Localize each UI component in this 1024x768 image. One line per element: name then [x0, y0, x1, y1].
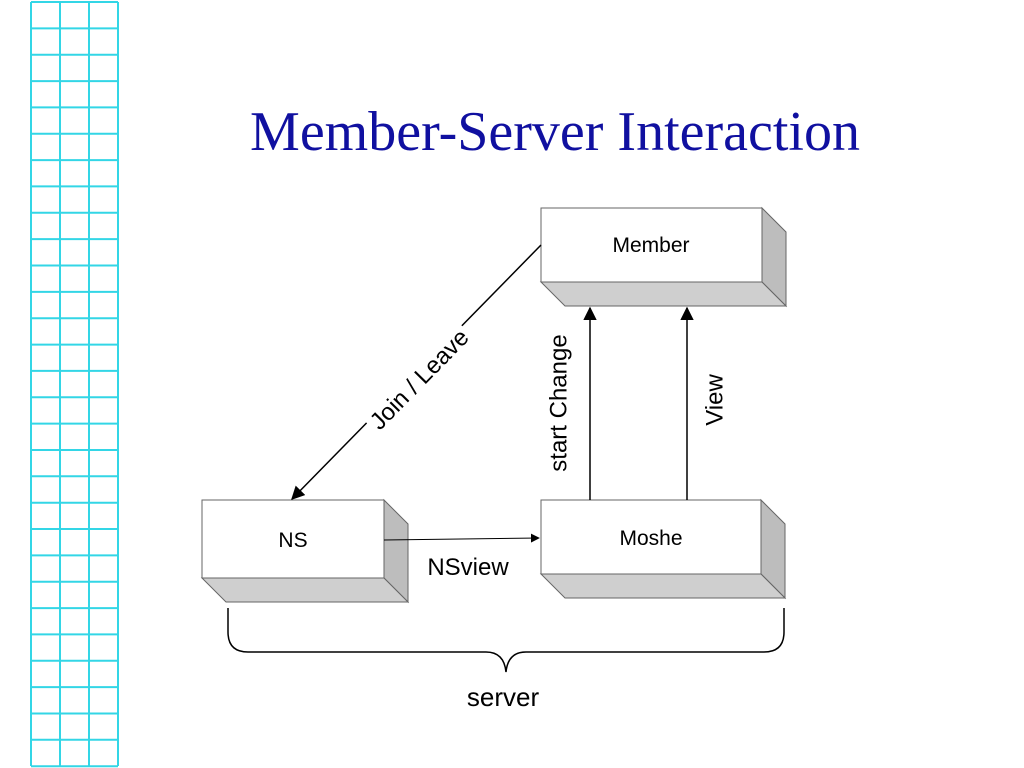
member-node: Member [539, 206, 788, 308]
server-label: server [467, 682, 540, 712]
moshe-node-label: Moshe [619, 527, 682, 550]
slide-title: Member-Server Interaction [250, 101, 860, 163]
nsview-arrow [383, 533, 540, 543]
ns-node: NS [200, 498, 410, 604]
start-change-label: start Change [545, 334, 572, 471]
member-node-label: Member [612, 234, 689, 257]
grid-strip-decoration [30, 1, 119, 768]
moshe-node: Moshe [539, 498, 787, 600]
join-leave-label-bg [336, 296, 504, 464]
nsview-label: NSview [427, 554, 509, 581]
ns-node-label: NS [278, 529, 307, 552]
view-label: View [701, 374, 728, 426]
server-brace [227, 608, 785, 673]
